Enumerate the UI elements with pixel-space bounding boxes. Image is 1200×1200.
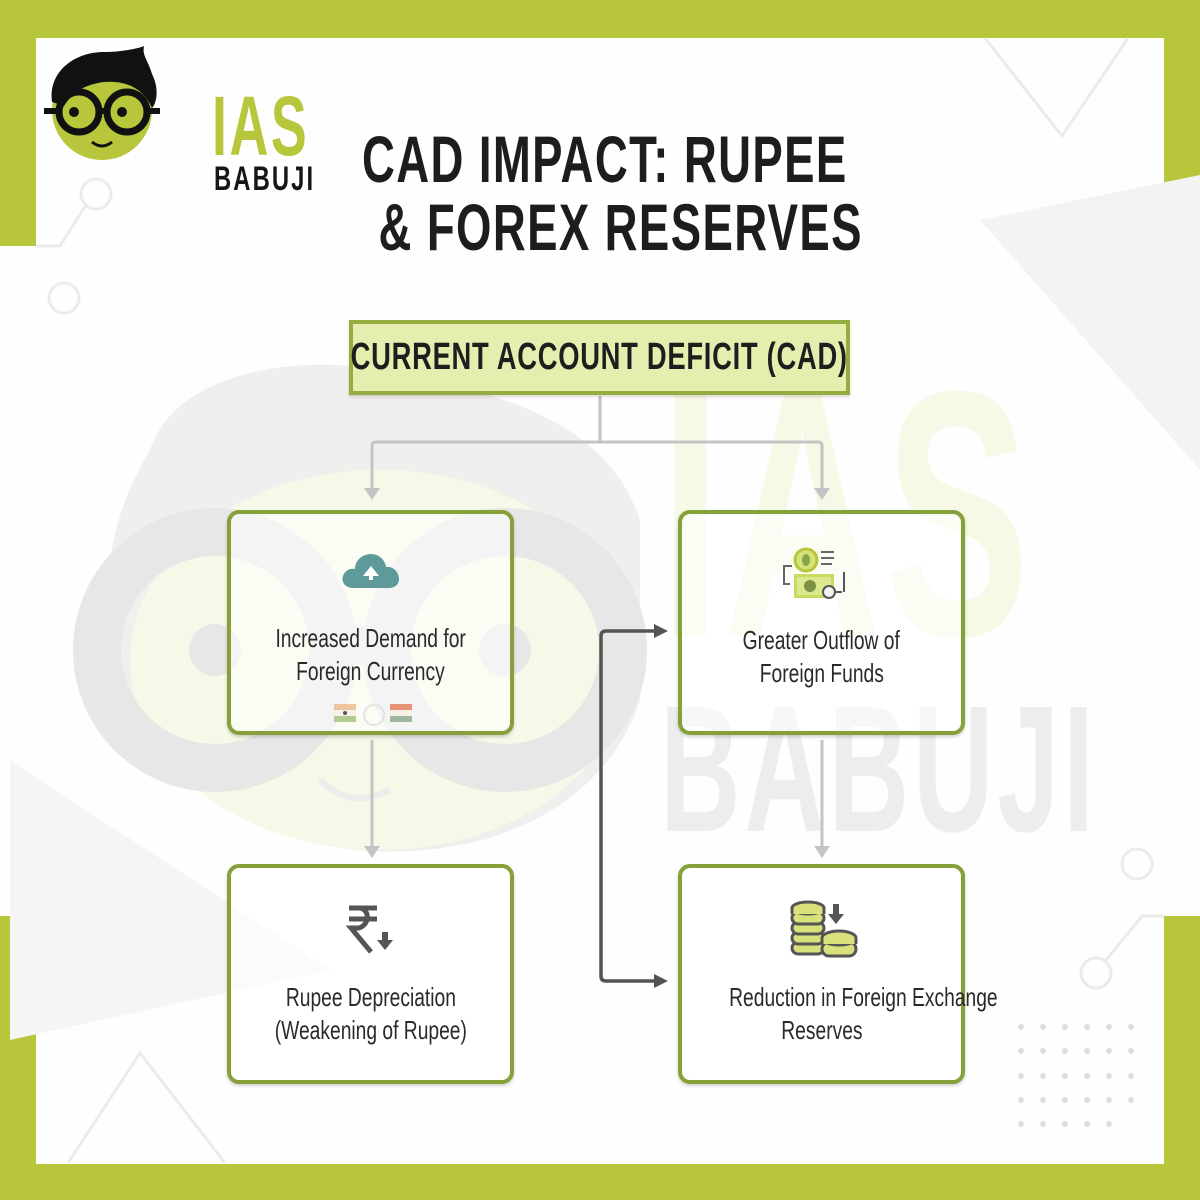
node-rupee-depreciation-label: Rupee Depreciation (Weakening of Rupee) (274, 982, 467, 1045)
page-title: CAD IMPACT: RUPEE & FOREX RESERVES (362, 126, 863, 264)
frame-right-lower-band (1164, 916, 1200, 1200)
currency-exchange-flags-icon (334, 704, 412, 726)
node-increased-demand-label: Increased Demand for Foreign Currency (275, 623, 466, 686)
root-node-cad: CURRENT ACCOUNT DEFICIT (CAD) (349, 320, 850, 395)
coins-down-icon (790, 900, 858, 958)
cartoon-boy-with-glasses-icon (44, 46, 160, 160)
brand-logo: IAS BABUJI (44, 46, 313, 196)
brand-name-babuji: BABUJI (214, 160, 316, 198)
node-rupee-depreciation: Rupee Depreciation (Weakening of Rupee) (227, 864, 514, 1084)
brand-name-ias: IAS (212, 79, 310, 173)
title-line-1: CAD IMPACT: RUPEE (362, 122, 848, 196)
money-outflow-icon (783, 547, 845, 599)
frame-bottom-band (0, 1164, 1200, 1200)
canvas-left-gap (0, 246, 36, 916)
node-forex-reduction-label: Reduction in Foreign Exchange Reserves (729, 982, 998, 1045)
node-increased-demand: Increased Demand for Foreign Currency (227, 510, 514, 735)
frame-right-upper-band (1164, 0, 1200, 246)
rupee-down-icon (345, 905, 393, 954)
frame-top-band (0, 0, 1200, 38)
frame-left-upper-band (0, 0, 36, 246)
node-greater-outflow-label: Greater Outflow of Foreign Funds (742, 625, 901, 688)
cloud-upload-icon (342, 554, 399, 588)
title-line-2: & FOREX RESERVES (378, 190, 863, 264)
canvas-right-gap (1164, 246, 1200, 916)
node-forex-reduction: Reduction in Foreign Exchange Reserves (678, 864, 998, 1084)
node-greater-outflow: Greater Outflow of Foreign Funds (678, 510, 965, 735)
frame-left-lower-band (0, 916, 36, 1200)
root-node-label: CURRENT ACCOUNT DEFICIT (CAD) (350, 336, 849, 378)
